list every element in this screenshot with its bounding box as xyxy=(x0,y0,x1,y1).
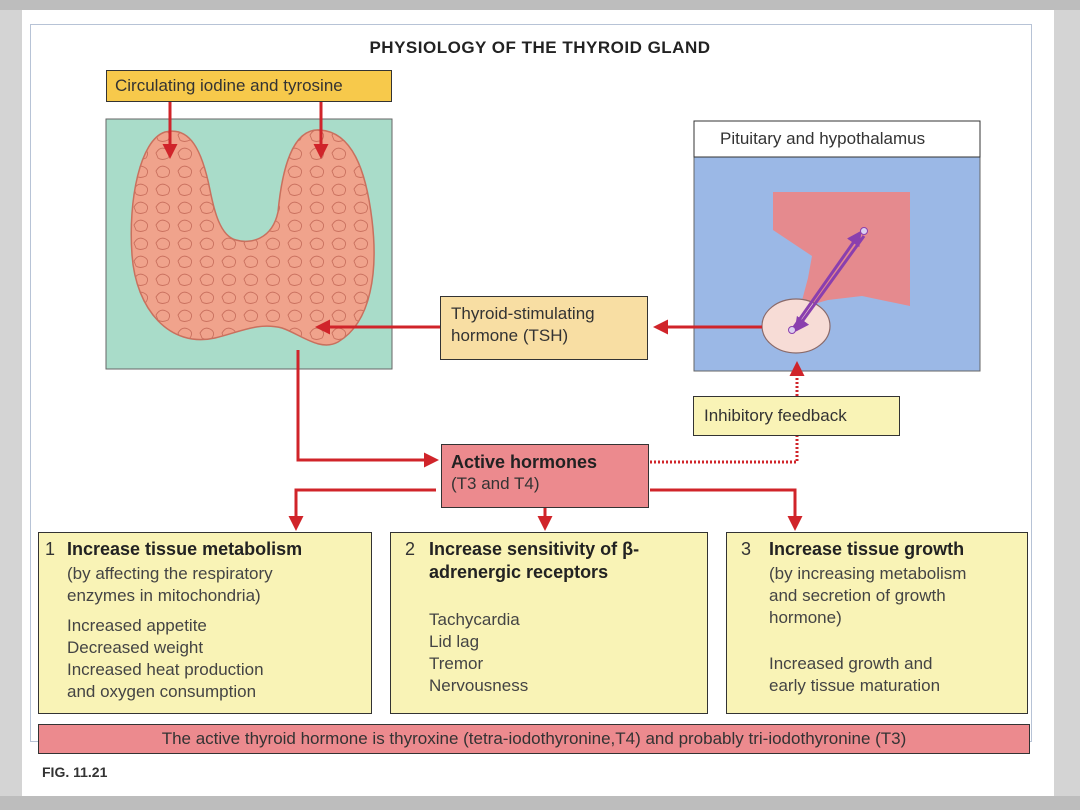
top-frame-band xyxy=(0,0,1080,10)
neural-node-top xyxy=(860,227,868,235)
input-label-box: Circulating iodine and tyrosine xyxy=(106,70,392,102)
tsh-line2: hormone (TSH) xyxy=(451,326,569,345)
effect-1-desc-1: (by affecting the respiratory xyxy=(67,564,273,583)
effect-3-number: 3 xyxy=(741,539,752,559)
effect-2-item-2: Lid lag xyxy=(429,632,480,651)
summary-footer: The active thyroid hormone is thyroxine … xyxy=(38,724,1030,754)
effect-2-item-1: Tachycardia xyxy=(429,610,520,629)
arrow-to-effect-1 xyxy=(288,488,436,531)
effect-1-item-3: Increased heat production xyxy=(67,660,264,679)
input-label-text: Circulating iodine and tyrosine xyxy=(115,76,343,95)
effect-3-desc-2: and secretion of growth xyxy=(769,586,946,605)
thyroid-gland xyxy=(130,129,375,346)
active-hormones-subtitle: (T3 and T4) xyxy=(451,474,540,493)
left-frame-band xyxy=(0,10,22,796)
effect-2-item-4: Nervousness xyxy=(429,676,529,695)
effect-2-number: 2 xyxy=(405,539,416,559)
effect-box-sensitivity: 2 Increase sensitivity of β- adrenergic … xyxy=(390,532,708,714)
feedback-box: Inhibitory feedback xyxy=(693,396,900,436)
effect-1-desc-2: enzymes in mitochondria) xyxy=(67,586,261,605)
effect-box-metabolism: 1 Increase tissue metabolism (by affecti… xyxy=(38,532,372,714)
figure-title: PHYSIOLOGY OF THE THYROID GLAND xyxy=(369,38,711,57)
right-frame-band xyxy=(1054,10,1080,796)
active-hormones-box: Active hormones (T3 and T4) xyxy=(441,444,649,508)
neural-path-2 xyxy=(794,235,866,333)
effect-2-title-line2: adrenergic receptors xyxy=(429,562,609,582)
effect-3-desc-3: hormone) xyxy=(769,608,842,627)
figure-label: FIG. 11.21 xyxy=(42,764,108,780)
effect-1-title: Increase tissue metabolism xyxy=(67,539,303,559)
effect-2-title-line1: Increase sensitivity of β- xyxy=(429,539,640,559)
feedback-text: Inhibitory feedback xyxy=(704,406,847,425)
effect-1-item-4: and oxygen consumption xyxy=(67,682,257,701)
effect-box-growth: 3 Increase tissue growth (by increasing … xyxy=(726,532,1028,714)
pituitary-label-bg xyxy=(693,120,981,158)
effect-3-desc-1: (by increasing metabolism xyxy=(769,564,967,583)
tsh-box: Thyroid-stimulating hormone (TSH) xyxy=(440,296,648,360)
effect-2-item-3: Tremor xyxy=(429,654,484,673)
arrow-thyroid-to-active xyxy=(296,350,439,468)
tsh-line1: Thyroid-stimulating xyxy=(451,304,595,323)
hypothalamus-shape xyxy=(773,192,910,308)
effect-1-item-1: Increased appetite xyxy=(67,616,207,635)
neural-node-bottom xyxy=(788,326,796,334)
effect-3-item-2: early tissue maturation xyxy=(769,676,941,695)
neural-path-1 xyxy=(790,230,862,331)
feedback-dotted-line xyxy=(650,436,799,464)
pituitary-label: Pituitary and hypothalamus xyxy=(720,129,926,148)
effect-3-title: Increase tissue growth xyxy=(769,539,965,559)
effect-1-number: 1 xyxy=(45,539,56,559)
effect-3-item-1: Increased growth and xyxy=(769,654,933,673)
arrow-to-effect-3 xyxy=(650,488,803,531)
effect-1-item-2: Decreased weight xyxy=(67,638,204,657)
bottom-frame-band xyxy=(0,796,1080,810)
active-hormones-title: Active hormones xyxy=(451,452,598,472)
